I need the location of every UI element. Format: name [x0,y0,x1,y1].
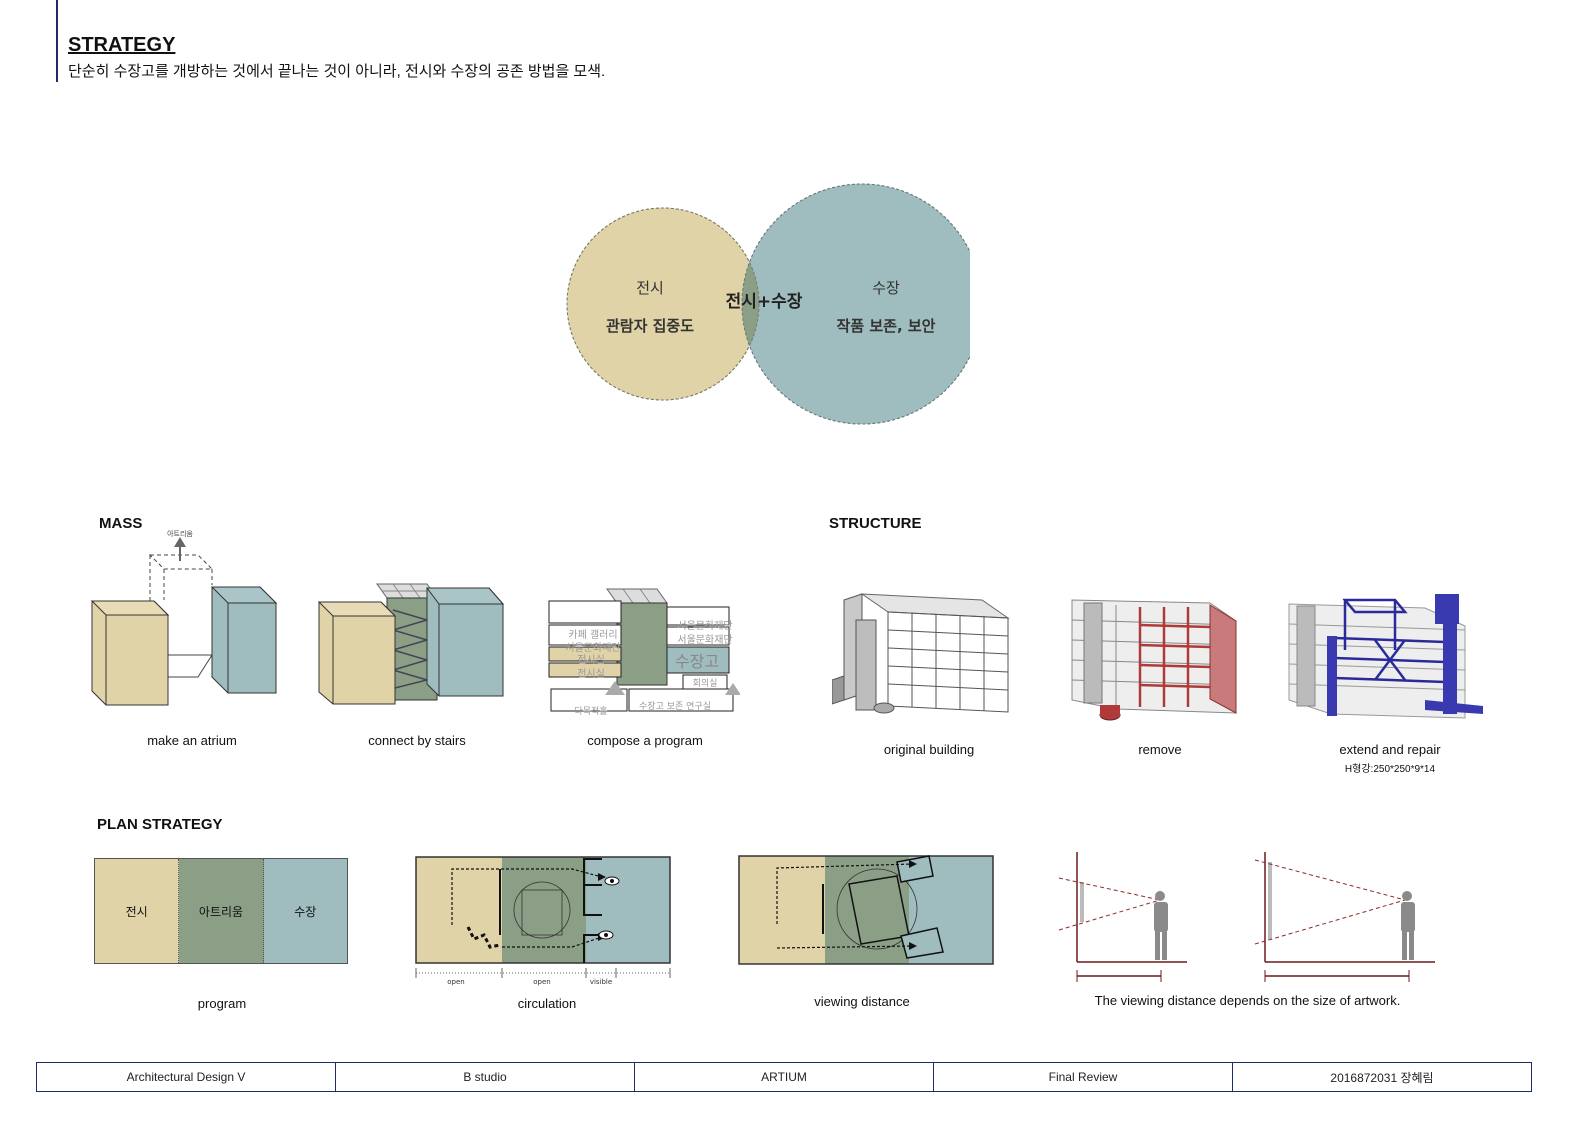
venn-left-sub: 관람자 집중도 [606,317,694,335]
plan-program-cell-exhibit: 전시 [95,859,180,963]
venn-left-title: 전시 [636,279,664,297]
prog-label-8: 다목적홀 [574,705,607,717]
venn-diagram: 전시 관람자 집중도 전시+수장 수장 작품 보존, 보안 [566,183,970,425]
plan-program-cell-atrium: 아트리움 [179,859,264,963]
prog-label-5: 전시실 [577,668,605,680]
venn-center-label: 전시+수장 [726,292,803,312]
structure-original-diagram [832,593,1010,714]
viewing-distance-diagram [1058,852,1435,982]
mass-caption-1: make an atrium [147,733,237,748]
page-subtitle: 단순히 수장고를 개방하는 것에서 끝나는 것이 아니라, 전시와 수장의 공존… [68,63,606,80]
footer-course: Architectural Design V [37,1063,336,1091]
footer-student: 2016872031 장혜림 [1330,1070,1434,1085]
plan-caption-3: viewing distance [814,994,910,1009]
mass-section-title: MASS [99,515,143,532]
structure-caption-3: extend and repair [1339,742,1441,757]
plan-program-cell-storage: 수장 [263,859,347,963]
plan-caption-2: circulation [517,996,577,1011]
structure-section-title: STRUCTURE [829,515,922,532]
structure-remove-diagram [1071,599,1237,721]
page-title: STRATEGY [68,34,176,56]
viewing-note: The viewing distance depends on the size… [1094,993,1401,1008]
plan-section-title: PLAN STRATEGY [97,816,223,833]
footer-project: ARTIUM [635,1063,934,1091]
footer-review: Final Review [934,1063,1233,1091]
footer-bar: Architectural Design V B studio ARTIUM F… [36,1062,1532,1092]
venn-right-title: 수장 [872,279,900,297]
plan-scale-label-0: open [447,978,464,986]
plan-program-diagram: 전시 아트리움 수장 [94,858,348,964]
structure-note: H형강:250*250*9*14 [1344,764,1436,775]
mass-caption-3: compose a program [587,733,703,748]
plan-caption-1: program [197,996,247,1011]
header-accent-bar [56,0,58,82]
plan-scale-label-2: visible [590,978,612,986]
mass-stairs-diagram [317,583,505,705]
prog-label-6: 수장고 [675,652,719,671]
mass-caption-2: connect by stairs [368,733,466,748]
prog-label-9: 수장고 보존 연구실 [639,701,711,712]
prog-label-3: 서울문화재단 [677,634,732,646]
mass-atrium-label: 아트리움 [167,529,193,538]
venn-right-sub: 작품 보존, 보안 [837,317,936,335]
mass-atrium-diagram: 아트리움 [90,529,278,706]
structure-extend-diagram [1288,594,1483,719]
prog-label-0: 카페 갤러리 [568,629,617,641]
prog-label-2: 서울문화재단 [565,642,620,654]
mass-program-diagram: 카페 갤러리 서울문화재단 서울문화재단 서울문화재단 전시실 전시실 수장고 … [548,588,740,717]
prog-label-4: 전시실 [577,654,605,666]
plan-viewing-diagram [738,855,994,965]
structure-caption-2: remove [1138,742,1182,757]
plan-scale-label-1: open [533,978,550,986]
footer-studio: B studio [336,1063,635,1091]
prog-label-1: 서울문화재단 [677,620,732,632]
prog-label-7: 회의실 [693,678,718,689]
plan-circulation-diagram: open open visible [415,856,671,986]
structure-caption-1: original building [883,742,975,757]
